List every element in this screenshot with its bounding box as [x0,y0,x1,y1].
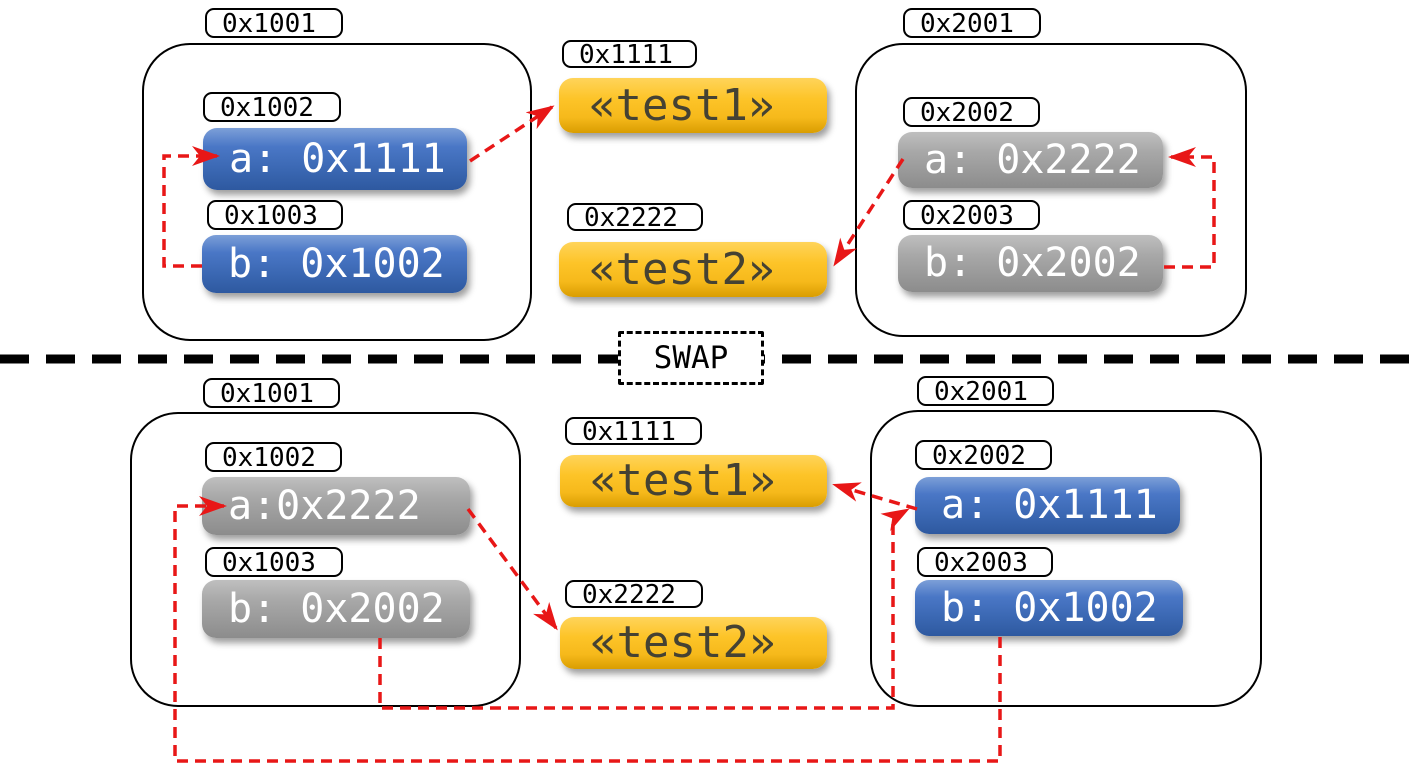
bottom-right-frame-address-tab: 0x2001 [917,376,1054,407]
bottom-right-slot-b-address-tab: 0x2003 [917,547,1053,578]
bottom-left-frame-address-tab: 0x1001 [203,378,340,409]
bottom-heap-test1-box: «test1» [560,455,827,507]
top-right-frame [855,43,1247,337]
top-right-slot-b-address-tab: 0x2003 [903,200,1040,231]
top-right-frame-address-tab: 0x2001 [903,8,1041,39]
bottom-left-slot-b-address-tab: 0x1003 [205,547,343,578]
top-right-slot-a-address-tab: 0x2002 [903,97,1040,128]
swap-label-box: SWAP [618,331,764,385]
bottom-heap-test2-box: «test2» [560,617,827,669]
bottom-right-slot-a-address-tab: 0x2002 [915,440,1052,471]
bottom-heap-test2-address-tab: 0x2222 [565,580,703,609]
top-left-slot-a-address-tab: 0x1002 [203,92,341,123]
top-right-variable-b: b: 0x2002 [898,235,1163,292]
top-left-slot-b-address-tab: 0x1003 [207,200,343,231]
top-right-variable-a: a: 0x2222 [898,132,1163,188]
top-left-frame [142,43,532,341]
top-heap-test1-address-tab: 0x1111 [562,40,697,69]
bottom-heap-test1-address-tab: 0x1111 [565,417,702,446]
top-heap-test1-box: «test1» [559,78,827,133]
top-left-frame-address-tab: 0x1001 [205,8,343,39]
top-heap-test2-box: «test2» [559,242,827,297]
swap-label: SWAP [653,340,729,376]
bottom-right-variable-a: a: 0x1111 [915,477,1180,534]
top-left-variable-a: a: 0x1111 [203,128,467,190]
bottom-right-variable-b: b: 0x1002 [915,580,1183,636]
bottom-left-variable-b: b: 0x2002 [202,580,470,638]
bottom-left-slot-a-address-tab: 0x1002 [205,442,342,473]
top-heap-test2-address-tab: 0x2222 [567,203,703,232]
top-left-variable-b: b: 0x1002 [202,235,467,293]
bottom-left-variable-a: a:0x2222 [202,477,470,535]
